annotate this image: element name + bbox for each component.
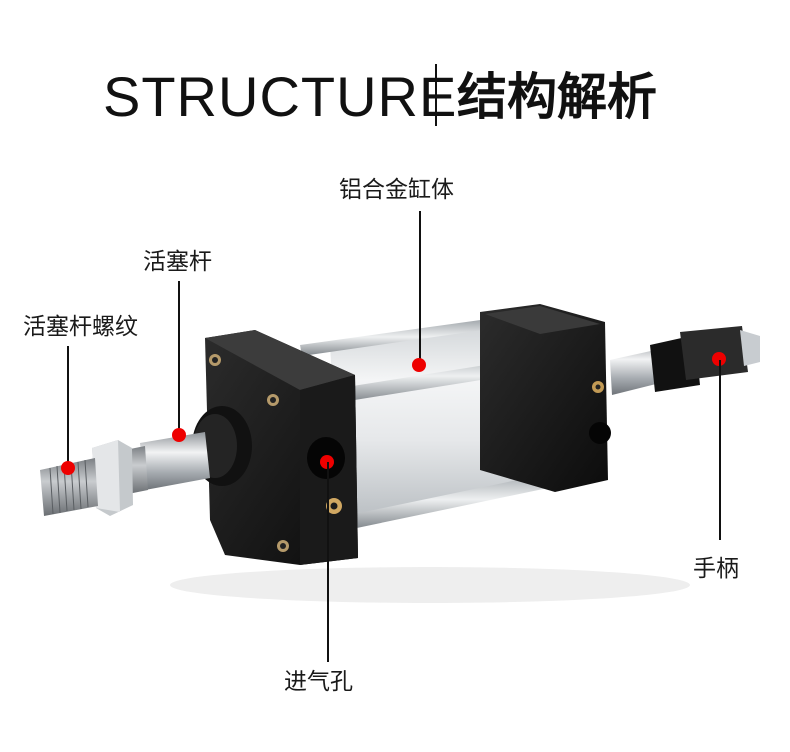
page-title: STRUCTURE 结构解析	[0, 62, 790, 132]
label-handle: 手柄	[693, 556, 739, 582]
label-piston-rod: 活塞杆	[143, 249, 212, 275]
label-piston-rod-thread: 活塞杆螺纹	[23, 314, 138, 340]
marker-aluminum-barrel	[412, 358, 426, 372]
leader-piston-rod	[178, 281, 180, 433]
label-aluminum-barrel: 铝合金缸体	[339, 177, 454, 203]
marker-piston-rod-thread	[61, 461, 75, 475]
leader-piston-rod-thread	[67, 346, 69, 466]
leader-handle	[719, 360, 721, 540]
marker-piston-rod	[172, 428, 186, 442]
title-divider	[435, 64, 437, 126]
marker-handle	[712, 352, 726, 366]
title-english: STRUCTURE	[103, 65, 458, 128]
label-air-inlet: 进气孔	[284, 669, 353, 695]
title-chinese: 结构解析	[457, 68, 657, 126]
leader-air-inlet	[327, 462, 329, 662]
leader-aluminum-barrel	[419, 211, 421, 365]
